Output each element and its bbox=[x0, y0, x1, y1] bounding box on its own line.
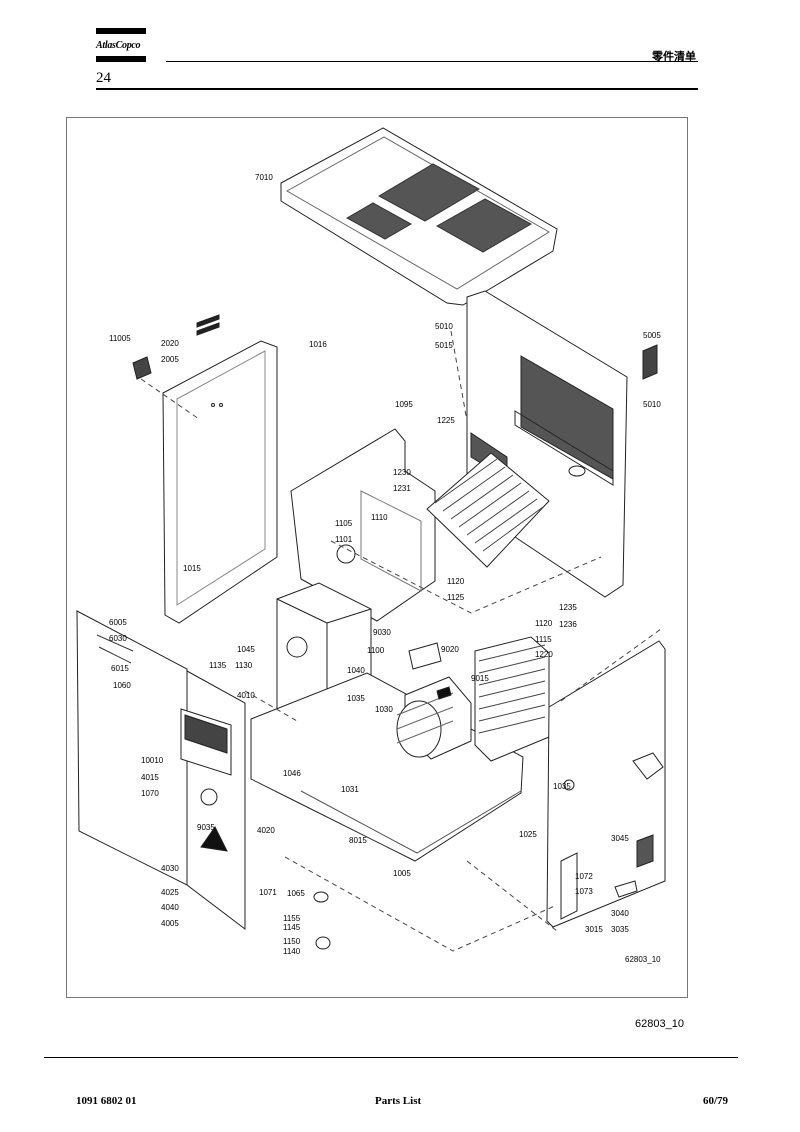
front-door bbox=[76, 610, 246, 931]
callout-4030: 4030 bbox=[161, 864, 179, 873]
callout-1110: 1110 bbox=[371, 513, 388, 522]
callout-1035: 1035 bbox=[347, 694, 365, 703]
top-cover bbox=[280, 127, 558, 306]
inner-wall bbox=[290, 428, 436, 622]
callout-8015: 8015 bbox=[349, 836, 367, 845]
callout-2020: 2020 bbox=[161, 339, 179, 348]
callout-1155: 1155 bbox=[283, 914, 301, 923]
header-rule-thick bbox=[96, 88, 698, 90]
callout-labels: 7010 5010 5015 5005 5010 11005 2020 2005 1016 109… bbox=[109, 173, 661, 964]
callout-1150: 1150 bbox=[283, 937, 301, 946]
callout-9020: 9020 bbox=[441, 645, 459, 654]
callout-1030: 1030 bbox=[375, 705, 393, 714]
callout-11005: 11005 bbox=[109, 334, 131, 343]
callout-5005: 5005 bbox=[643, 331, 661, 340]
exploded-view-svg: 7010 5010 5015 5005 5010 11005 2020 2005 1016 109… bbox=[76, 127, 666, 964]
callout-1015: 1015 bbox=[183, 564, 201, 573]
callout-1065: 1065 bbox=[287, 889, 305, 898]
callout-1045: 1045 bbox=[237, 645, 255, 654]
callout-3015: 3015 bbox=[585, 925, 603, 934]
callout-6005: 6005 bbox=[109, 618, 127, 627]
callout-1016: 1016 bbox=[309, 340, 327, 349]
callout-7010: 7010 bbox=[255, 173, 273, 182]
callout-1071: 1071 bbox=[259, 888, 277, 897]
callout-1100: 1100 bbox=[367, 646, 385, 655]
callout-4010: 4010 bbox=[237, 691, 255, 700]
callout-5015: 5015 bbox=[435, 341, 453, 350]
callout-1115: 1115 bbox=[535, 635, 552, 644]
callout-9015: 9015 bbox=[471, 674, 489, 683]
callout-1060: 1060 bbox=[113, 681, 131, 690]
callout-1046: 1046 bbox=[283, 769, 301, 778]
callout-10010: 10010 bbox=[141, 756, 164, 765]
callout-2005: 2005 bbox=[161, 355, 179, 364]
figure-reference: 62803_10 bbox=[635, 1018, 684, 1030]
callout-1235: 1235 bbox=[559, 603, 577, 612]
callout-1125: 1125 bbox=[447, 593, 465, 602]
callout-4040: 4040 bbox=[161, 903, 179, 912]
callout-1072: 1072 bbox=[575, 872, 593, 881]
exploded-view-drawing: 7010 5010 5015 5005 5010 11005 2020 2005 1016 109… bbox=[66, 117, 688, 998]
footer-page-count: 60/79 bbox=[702, 1095, 728, 1107]
callout-9035: 9035 bbox=[197, 823, 215, 832]
callout-1095: 1095 bbox=[395, 400, 413, 409]
callout-1035: 1035 bbox=[553, 782, 571, 791]
callout-3045: 3045 bbox=[611, 834, 629, 843]
callout-1005: 1005 bbox=[393, 869, 411, 878]
footer-doc-title: Parts List bbox=[375, 1095, 422, 1107]
callout-1140: 1140 bbox=[283, 947, 301, 956]
callout-4020: 4020 bbox=[257, 826, 275, 835]
footer-rule bbox=[44, 1057, 738, 1058]
callout-1135: 1135 bbox=[209, 661, 227, 670]
logo-bar-top bbox=[96, 28, 146, 34]
callout-1031: 1031 bbox=[341, 785, 359, 794]
header-rule-thin bbox=[166, 61, 698, 62]
callout-3040: 3040 bbox=[611, 909, 629, 918]
callout-1120: 1120 bbox=[447, 577, 465, 586]
base-frame bbox=[250, 672, 524, 862]
callout-6030: 6030 bbox=[109, 634, 127, 643]
left-side-panel bbox=[162, 340, 278, 624]
page-number: 24 bbox=[96, 70, 111, 86]
rear-panel bbox=[546, 640, 666, 928]
hardware bbox=[132, 314, 658, 950]
callout-3035: 3035 bbox=[611, 925, 629, 934]
callout-4005: 4005 bbox=[161, 919, 179, 928]
callout-9030: 9030 bbox=[373, 628, 391, 637]
callout-1040: 1040 bbox=[347, 666, 365, 675]
callout-1120: 1120 bbox=[535, 619, 553, 628]
callout-5010: 5010 bbox=[643, 400, 661, 409]
motor bbox=[396, 642, 472, 760]
callout-1101: 1101 bbox=[335, 535, 353, 544]
callout-1220: 1220 bbox=[535, 650, 553, 659]
callout-1230: 1230 bbox=[393, 468, 411, 477]
callout-5010: 5010 bbox=[435, 322, 453, 331]
logo-bar-bottom bbox=[96, 56, 146, 62]
callout-4015: 4015 bbox=[141, 773, 159, 782]
callout-1236: 1236 bbox=[559, 620, 577, 629]
footer-part-number: 1091 6802 01 bbox=[76, 1095, 137, 1107]
callout-1105: 1105 bbox=[335, 519, 353, 528]
callout-1231: 1231 bbox=[393, 484, 411, 493]
callout-6015: 6015 bbox=[111, 664, 129, 673]
fan-grille bbox=[426, 452, 550, 568]
callout-1130: 1130 bbox=[235, 661, 253, 670]
callout-1145: 1145 bbox=[283, 923, 301, 932]
callout-1070: 1070 bbox=[141, 789, 159, 798]
callout-1025: 1025 bbox=[519, 830, 537, 839]
assembly-guides bbox=[140, 330, 662, 952]
section-title: 零件清单 bbox=[652, 51, 696, 63]
callout-4025: 4025 bbox=[161, 888, 179, 897]
callout-62803_10: 62803_10 bbox=[625, 955, 661, 964]
callout-1073: 1073 bbox=[575, 887, 593, 896]
atlas-copco-logo: AtlasCopco bbox=[96, 40, 141, 51]
callout-1225: 1225 bbox=[437, 416, 455, 425]
